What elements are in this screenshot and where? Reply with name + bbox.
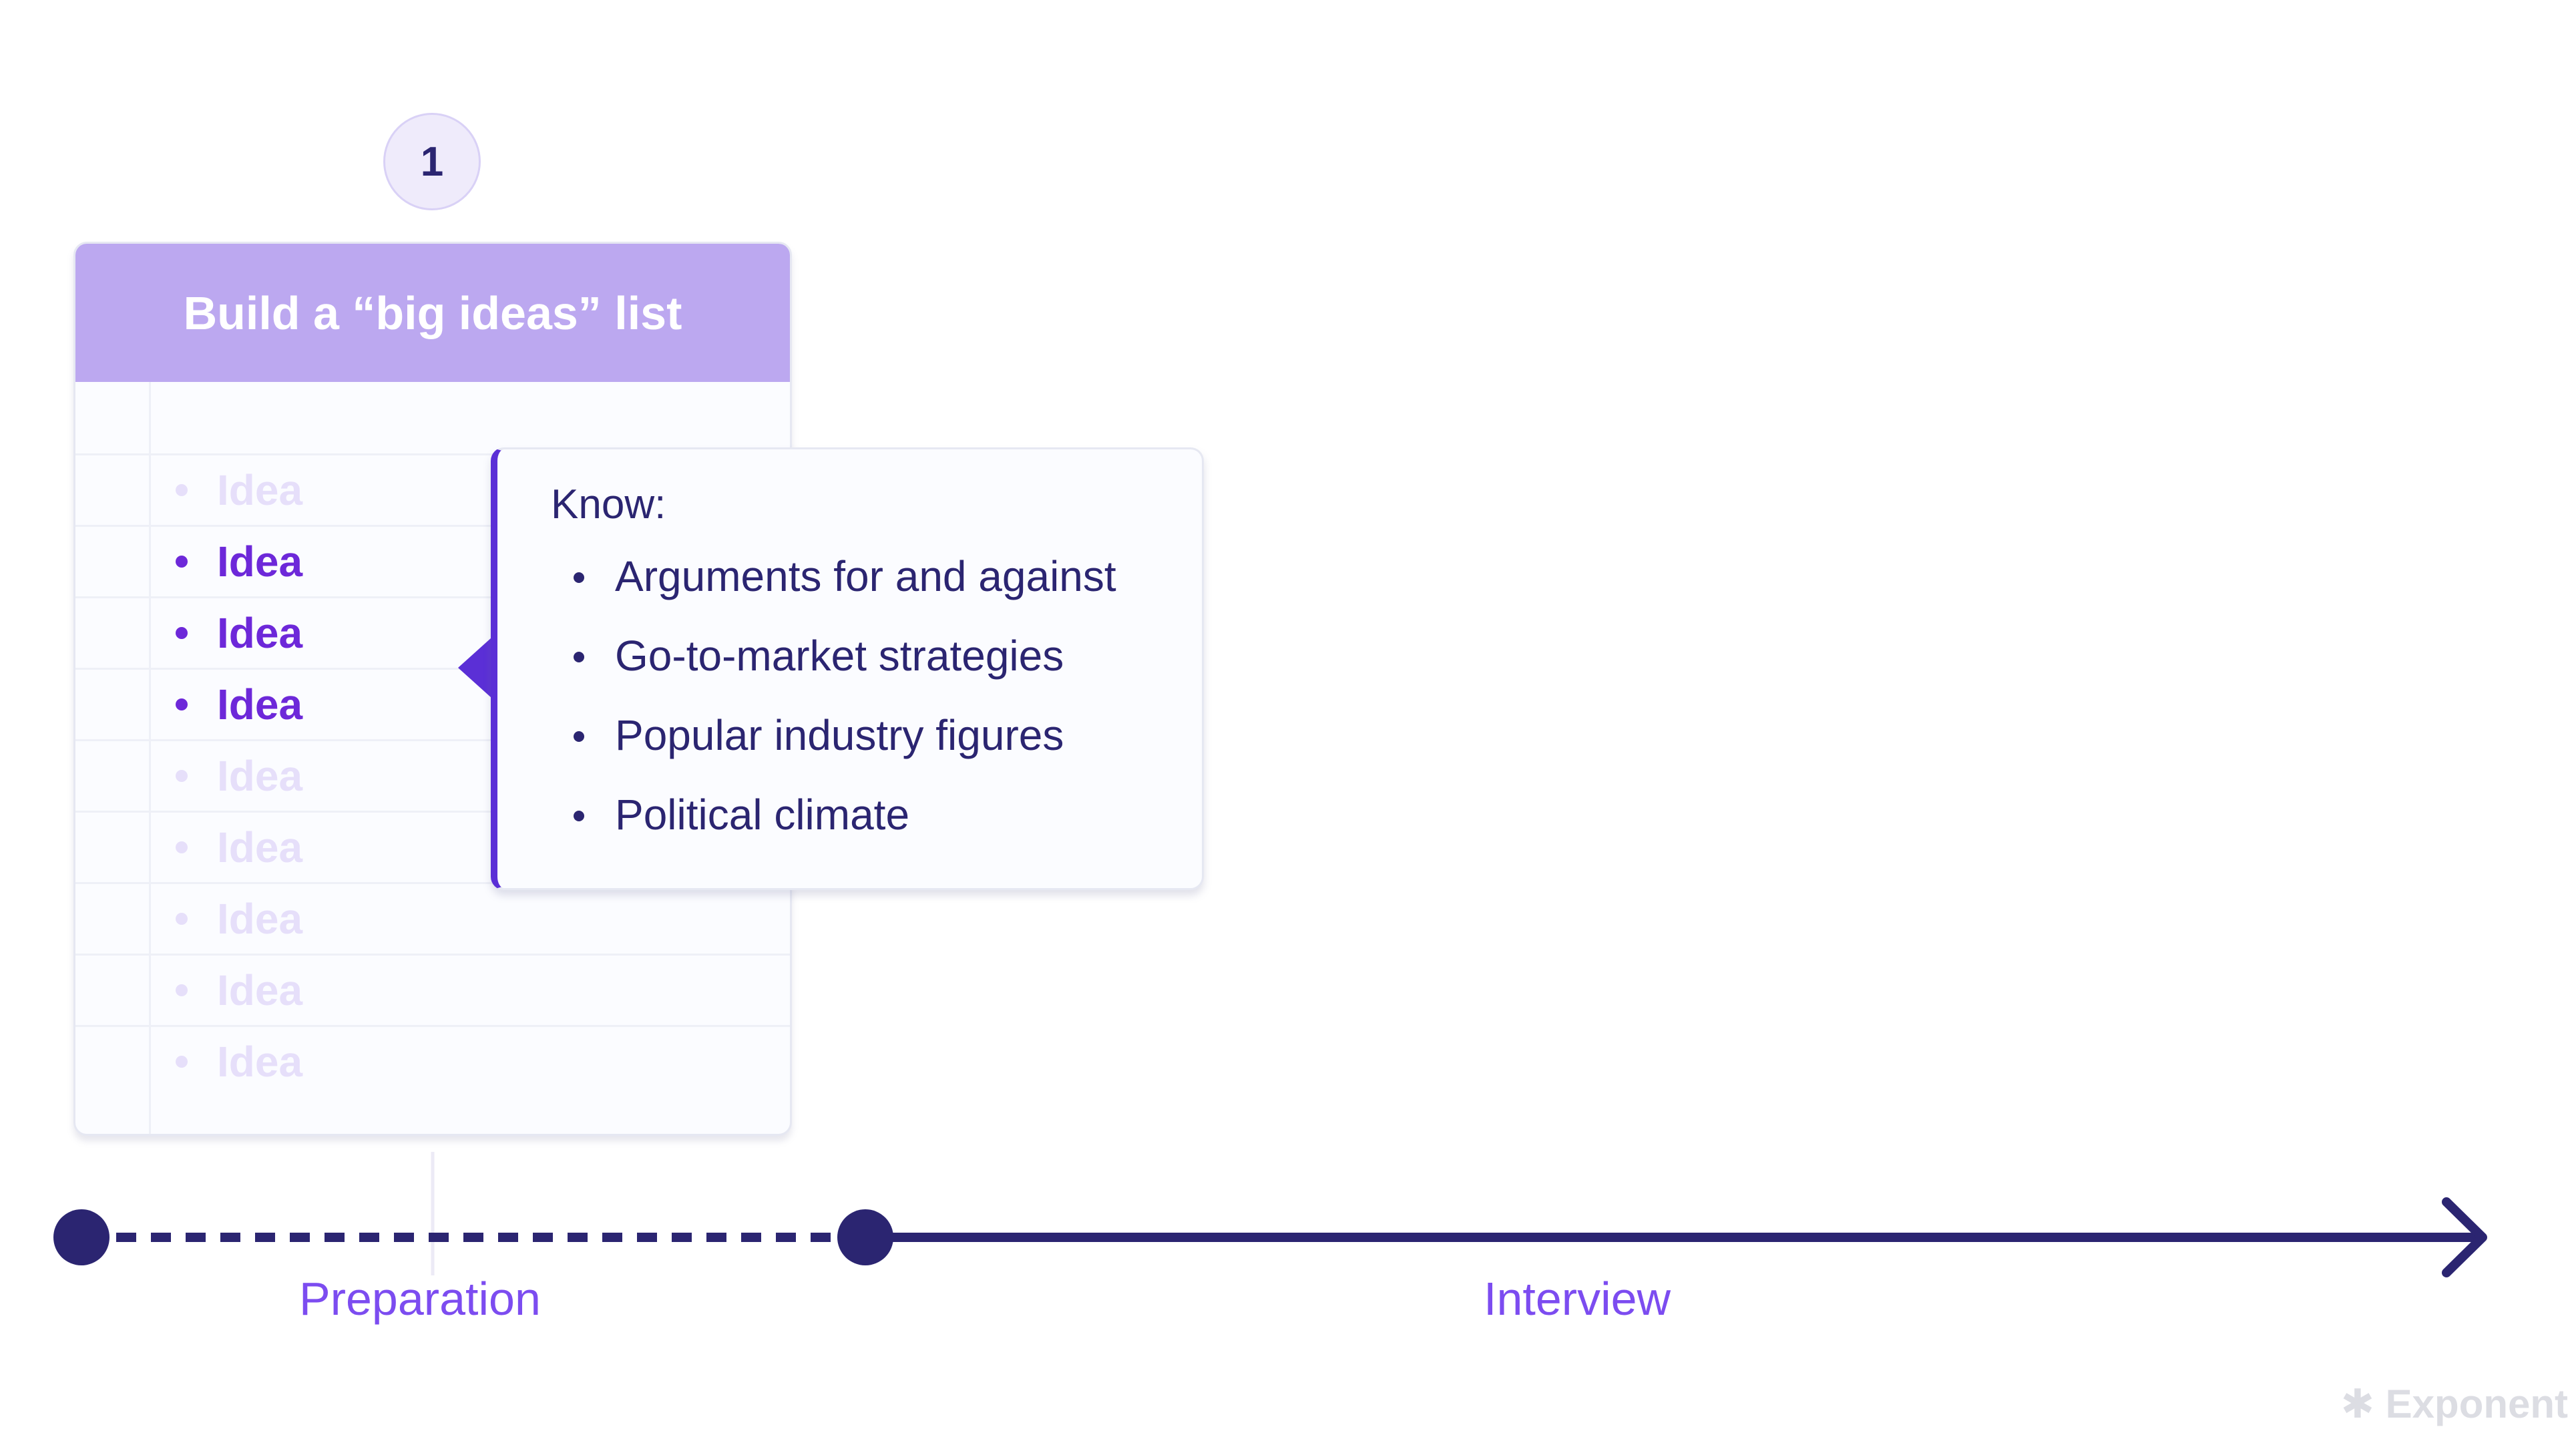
asterisk-icon: ✱: [2340, 1382, 2386, 1426]
idea-row: Idea: [75, 1025, 790, 1096]
popover-title: Know:: [551, 481, 666, 528]
idea-row: Idea: [75, 739, 790, 811]
timeline-midpoint-dot: [837, 1209, 893, 1265]
idea-label: Idea: [217, 966, 303, 1014]
bullet-icon: [176, 770, 188, 782]
know-list-item: Go-to-market strategies: [551, 629, 1116, 708]
idea-row: Idea: [75, 525, 790, 596]
brand-name: Exponent: [2385, 1382, 2568, 1426]
card-margin-line: [149, 382, 151, 1134]
arrow-head-icon: [2442, 1197, 2487, 1277]
know-list-item: Arguments for and against: [551, 550, 1116, 629]
bullet-icon: [176, 556, 188, 568]
card-title: Build a “big ideas” list: [183, 286, 682, 339]
step-number-badge: 1: [383, 113, 481, 210]
idea-label: Idea: [217, 1038, 303, 1086]
bullet-icon: [574, 572, 584, 583]
idea-row: Idea: [75, 954, 790, 1025]
idea-row: Idea: [75, 882, 790, 954]
idea-label: Idea: [217, 752, 303, 800]
bullet-icon: [176, 484, 188, 496]
know-item-text: Go-to-market strategies: [615, 632, 1064, 680]
bullet-icon: [176, 627, 188, 639]
phase-label-preparation: Preparation: [299, 1273, 541, 1325]
bullet-icon: [574, 811, 584, 821]
card-header: Build a “big ideas” list: [75, 244, 790, 382]
popover-pointer-icon: [458, 638, 491, 698]
step-number: 1: [420, 138, 444, 185]
know-list-item: Popular industry figures: [551, 708, 1116, 788]
idea-label: Idea: [217, 680, 303, 729]
idea-row: Idea: [75, 596, 790, 668]
idea-row: Idea: [75, 453, 790, 525]
brand-watermark: ✱ Exponent: [2341, 1381, 2568, 1428]
idea-label: Idea: [217, 823, 303, 871]
bullet-icon: [176, 841, 188, 853]
idea-label: Idea: [217, 466, 303, 514]
idea-label: Idea: [217, 895, 303, 943]
know-popover: Know: Arguments for and against Go-to-ma…: [491, 447, 1204, 890]
bullet-icon: [574, 731, 584, 742]
phase-label-interview: Interview: [1484, 1273, 1671, 1325]
know-list-item: Political climate: [551, 788, 1116, 867]
bullet-icon: [574, 652, 584, 662]
bullet-icon: [176, 913, 188, 925]
timeline-start-dot: [53, 1209, 110, 1265]
idea-row: Idea: [75, 811, 790, 882]
bullet-icon: [176, 984, 188, 996]
idea-label: Idea: [217, 538, 303, 586]
know-item-text: Political climate: [615, 791, 910, 839]
know-list: Arguments for and against Go-to-market s…: [551, 550, 1116, 867]
bullet-icon: [176, 698, 188, 710]
idea-label: Idea: [217, 609, 303, 657]
idea-row: Idea: [75, 668, 790, 739]
know-item-text: Popular industry figures: [615, 711, 1064, 759]
know-item-text: Arguments for and against: [615, 552, 1116, 600]
bullet-icon: [176, 1056, 188, 1068]
